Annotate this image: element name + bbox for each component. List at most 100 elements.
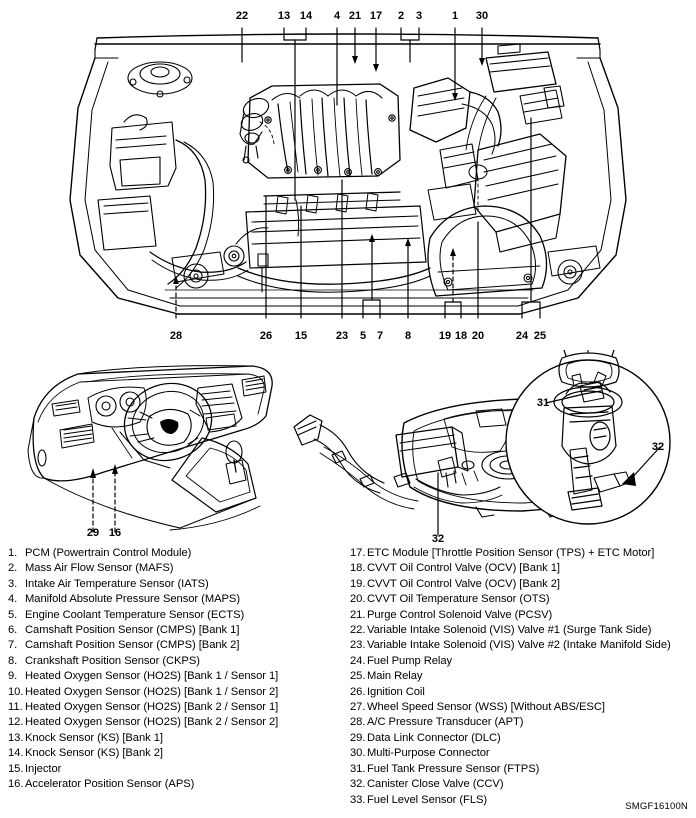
legend-item-18: 18.CVVT Oil Control Valve (OCV) [Bank 1] <box>350 561 696 576</box>
legend-item-29: 29.Data Link Connector (DLC) <box>350 731 696 746</box>
figure-area: 22 13 14 4 21 17 2 3 1 30 28 26 15 23 5 … <box>27 10 671 545</box>
legend-label: Heated Oxygen Sensor (HO2S) [Bank 1 / Se… <box>25 685 279 698</box>
legend-item-26: 26.Ignition Coil <box>350 685 696 700</box>
legend-item-17: 17.ETC Module [Throttle Position Sensor … <box>350 546 696 561</box>
interior-illustration <box>27 365 273 533</box>
legend-label: CVVT Oil Control Valve (OCV) [Bank 1] <box>367 562 560 575</box>
legend: 1.PCM (Powertrain Control Module) 2. Mass… <box>0 546 696 806</box>
legend-item-30: 30.Multi-Purpose Connector <box>350 746 696 761</box>
callout-5: 5 <box>359 330 367 342</box>
legend-number: 3. <box>8 577 18 590</box>
legend-item-19: 19.CVVT Oil Control Valve (OCV) [Bank 2] <box>350 577 696 592</box>
legend-label: Intake Air Temperature Sensor (IATS) <box>25 577 209 590</box>
legend-label: ETC Module [Throttle Position Sensor (TP… <box>367 547 655 559</box>
legend-item-4: 4.Manifold Absolute Pressure Sensor (MAP… <box>8 592 348 607</box>
callout-8: 8 <box>404 330 412 342</box>
legend-item-28: 28.A/C Pressure Transducer (APT) <box>350 715 696 730</box>
callout-19: 19 <box>438 330 452 342</box>
legend-number: 7. <box>8 639 18 652</box>
legend-label: Heated Oxygen Sensor (HO2S) [Bank 2 / Se… <box>25 701 279 714</box>
legend-label: Data Link Connector (DLC) <box>367 731 501 744</box>
legend-item-20: 20.CVVT Oil Temperature Sensor (OTS) <box>350 592 696 607</box>
legend-item-25: 25.Main Relay <box>350 669 696 684</box>
callout-3: 3 <box>415 10 423 22</box>
callout-25: 25 <box>533 330 547 342</box>
legend-label: Wheel Speed Sensor (WSS) [Without ABS/ES… <box>367 701 605 714</box>
legend-number: 13. <box>8 731 24 744</box>
legend-label: Fuel Tank Pressure Sensor (FTPS) <box>367 762 540 775</box>
legend-item-9: 9.Heated Oxygen Sensor (HO2S) [Bank 1 / … <box>8 669 348 684</box>
legend-number: 26. <box>350 685 366 698</box>
legend-number: 24. <box>350 654 366 667</box>
callout-24: 24 <box>515 330 529 342</box>
legend-number: 12. <box>8 716 24 729</box>
legend-item-2: 2. Mass Air Flow Sensor (MAFS) <box>8 561 348 576</box>
legend-number: 22. <box>350 624 366 637</box>
legend-item-13: 13.Knock Sensor (KS) [Bank 1] <box>8 731 348 746</box>
legend-item-14: 14.Knock Sensor (KS) [Bank 2] <box>8 746 348 761</box>
legend-column-left: 1.PCM (Powertrain Control Module) 2. Mass… <box>8 546 348 793</box>
legend-label: Variable Intake Solenoid (VIS) Valve #1 … <box>367 624 652 637</box>
legend-item-12: 12.Heated Oxygen Sensor (HO2S) [Bank 2 /… <box>8 715 348 730</box>
callout-32-tank: 32 <box>431 533 445 545</box>
legend-label: Fuel Level Sensor (FLS) <box>367 793 488 806</box>
legend-number: 10. <box>8 685 24 698</box>
top-leader-lines <box>241 27 483 201</box>
legend-number: 33. <box>350 793 366 806</box>
legend-item-15: 15.Injector <box>8 762 348 777</box>
legend-column-right: 17.ETC Module [Throttle Position Sensor … <box>350 546 696 808</box>
legend-label: Canister Close Valve (CCV) <box>367 778 504 791</box>
legend-number: 4. <box>8 593 18 606</box>
callout-1: 1 <box>451 10 459 22</box>
legend-item-3: 3. Intake Air Temperature Sensor (IATS) <box>8 577 348 592</box>
figure-code: SMGF16100N <box>625 801 688 812</box>
legend-number: 2. <box>8 562 18 575</box>
legend-item-27: 27.Wheel Speed Sensor (WSS) [Without ABS… <box>350 700 696 715</box>
legend-number: 23. <box>350 639 366 652</box>
legend-number: 11. <box>8 701 23 714</box>
legend-item-10: 10.Heated Oxygen Sensor (HO2S) [Bank 1 /… <box>8 685 348 700</box>
legend-item-16: 16.Accelerator Position Sensor (APS) <box>8 777 348 792</box>
callout-31-detail: 31 <box>536 397 550 409</box>
legend-item-11: 11.Heated Oxygen Sensor (HO2S) [Bank 2 /… <box>8 700 348 715</box>
legend-item-23: 23.Variable Intake Solenoid (VIS) Valve … <box>350 638 696 653</box>
legend-number: 6. <box>8 624 18 637</box>
legend-label: Engine Coolant Temperature Sensor (ECTS) <box>25 608 245 621</box>
legend-label: Injector <box>25 762 62 775</box>
callout-30: 30 <box>475 10 489 22</box>
legend-number: 15. <box>8 762 24 775</box>
callout-23: 23 <box>335 330 349 342</box>
legend-number: 21. <box>350 608 366 621</box>
legend-item-1: 1.PCM (Powertrain Control Module) <box>8 546 348 561</box>
legend-number: 29. <box>350 731 366 744</box>
callout-7: 7 <box>376 330 384 342</box>
legend-label: A/C Pressure Transducer (APT) <box>367 716 524 729</box>
legend-item-31: 31.Fuel Tank Pressure Sensor (FTPS) <box>350 762 696 777</box>
legend-number: 25. <box>350 670 366 683</box>
legend-label: Ignition Coil <box>367 685 425 698</box>
callout-4: 4 <box>333 10 341 22</box>
legend-item-6: 6.Camshaft Position Sensor (CMPS) [Bank … <box>8 623 348 638</box>
legend-item-33: 33.Fuel Level Sensor (FLS) <box>350 793 696 808</box>
fuel-pump-detail-circle <box>505 350 671 525</box>
legend-item-5: 5.Engine Coolant Temperature Sensor (ECT… <box>8 608 348 623</box>
legend-number: 32. <box>350 778 366 791</box>
callout-32-detail: 32 <box>651 441 665 453</box>
legend-item-32: 32.Canister Close Valve (CCV) <box>350 777 696 792</box>
callout-17: 17 <box>369 10 383 22</box>
callout-29: 29 <box>86 527 100 539</box>
legend-label: Variable Intake Solenoid (VIS) Valve #2 … <box>367 639 671 652</box>
legend-number: 1. <box>8 547 18 559</box>
legend-number: 16. <box>8 778 24 791</box>
legend-item-8: 8.Crankshaft Position Sensor (CKPS) <box>8 654 348 669</box>
legend-number: 27. <box>350 701 366 714</box>
legend-number: 18. <box>350 562 366 575</box>
legend-number: 20. <box>350 593 366 606</box>
callout-2: 2 <box>397 10 405 22</box>
legend-label: Knock Sensor (KS) [Bank 1] <box>25 731 163 744</box>
legend-label: Mass Air Flow Sensor (MAFS) <box>25 562 174 575</box>
legend-label: Fuel Pump Relay <box>367 654 453 667</box>
callout-18: 18 <box>454 330 468 342</box>
callout-22: 22 <box>235 10 249 22</box>
legend-item-22: 22.Variable Intake Solenoid (VIS) Valve … <box>350 623 696 638</box>
